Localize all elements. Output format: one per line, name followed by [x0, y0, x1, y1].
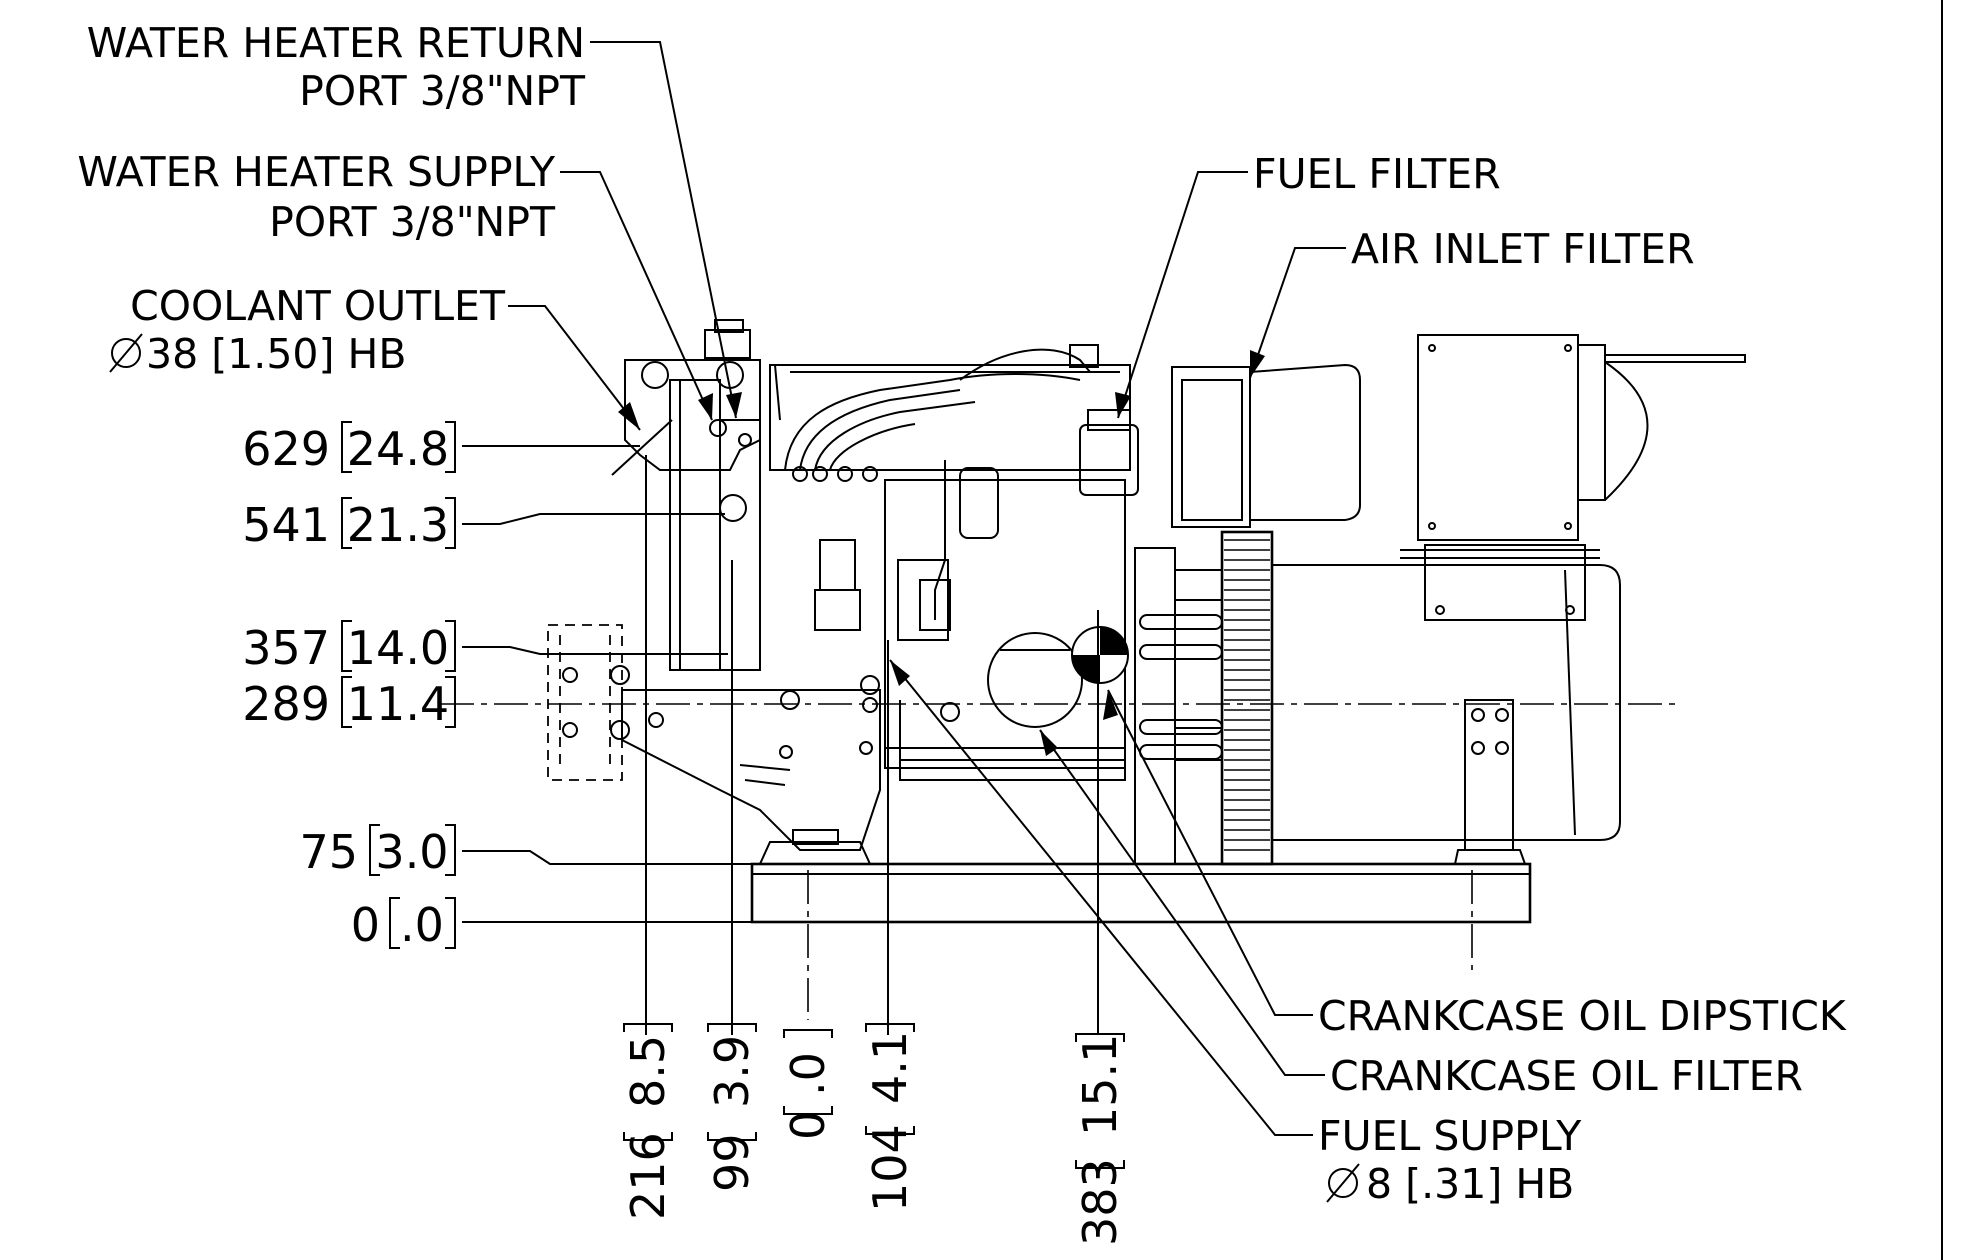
vdim-mm-289: 289: [242, 677, 330, 731]
hdim-mm-0: 0: [781, 1111, 835, 1140]
diameter-symbol-icon-fuel: [1326, 1163, 1360, 1203]
callout-water-heater-return-line2: PORT 3/8"NPT: [299, 67, 586, 115]
vdim-inch-357: 14.0: [347, 621, 449, 675]
hdim-inch-104: 4.1: [863, 1031, 917, 1104]
callout-fuel-supply-line1: FUEL SUPPLY: [1318, 1112, 1582, 1160]
diameter-symbol-icon: [109, 333, 143, 373]
vertical-dimensions: 629 24.8 541 21.3 357 14.0 289 11.4 75 3…: [242, 421, 770, 952]
flywheel-teeth: [1224, 539, 1270, 851]
callout-coolant-outlet-line1: COOLANT OUTLET: [130, 282, 506, 330]
hdim-mm-216: 216: [621, 1132, 675, 1220]
hdim-mm-99: 99: [705, 1133, 759, 1192]
vdim-bracket-629: [341, 421, 456, 473]
vdim-inch-75: 3.0: [375, 825, 448, 879]
hdim-inch-99: 3.9: [705, 1035, 759, 1108]
callout-crankcase-oil-dipstick: CRANKCASE OIL DIPSTICK: [1318, 992, 1847, 1040]
callout-water-heater-supply-line1: WATER HEATER SUPPLY: [77, 148, 556, 196]
callouts: WATER HEATER RETURN PORT 3/8"NPT WATER H…: [77, 19, 1847, 1208]
callout-water-heater-supply-line2: PORT 3/8"NPT: [269, 198, 556, 246]
hdim-inch-0: .0: [781, 1052, 835, 1096]
vdim-mm-541: 541: [242, 498, 330, 552]
horizontal-dimensions: 216 8.5 99 3.9 0 .0 104 4.1 383 15.1: [621, 455, 1127, 1246]
vdim-inch-629: 24.8: [347, 422, 449, 476]
datum-lines: [440, 703, 1680, 1020]
callout-fuel-supply-line2: 8 [.31] HB: [1366, 1160, 1574, 1208]
callout-air-inlet-filter: AIR INLET FILTER: [1351, 225, 1695, 273]
hdim-mm-104: 104: [863, 1124, 917, 1212]
generator-set-outline: [547, 319, 1746, 924]
hdim-inch-216: 8.5: [621, 1035, 675, 1108]
vdim-mm-75: 75: [299, 825, 358, 879]
vdim-inch-541: 21.3: [347, 498, 449, 552]
vdim-mm-629: 629: [242, 422, 330, 476]
callout-coolant-outlet-line2: 38 [1.50] HB: [146, 330, 406, 378]
vdim-inch-289: 11.4: [347, 677, 449, 731]
callout-fuel-filter: FUEL FILTER: [1253, 150, 1501, 198]
vdim-mm-0: 0: [351, 898, 380, 952]
hdim-inch-383: 15.1: [1073, 1034, 1127, 1136]
callout-water-heater-return-line1: WATER HEATER RETURN: [87, 19, 585, 67]
vdim-inch-0: .0: [400, 898, 444, 952]
callout-crankcase-oil-filter: CRANKCASE OIL FILTER: [1330, 1052, 1803, 1100]
hdim-mm-383: 383: [1073, 1158, 1127, 1246]
vdim-mm-357: 357: [242, 621, 330, 675]
